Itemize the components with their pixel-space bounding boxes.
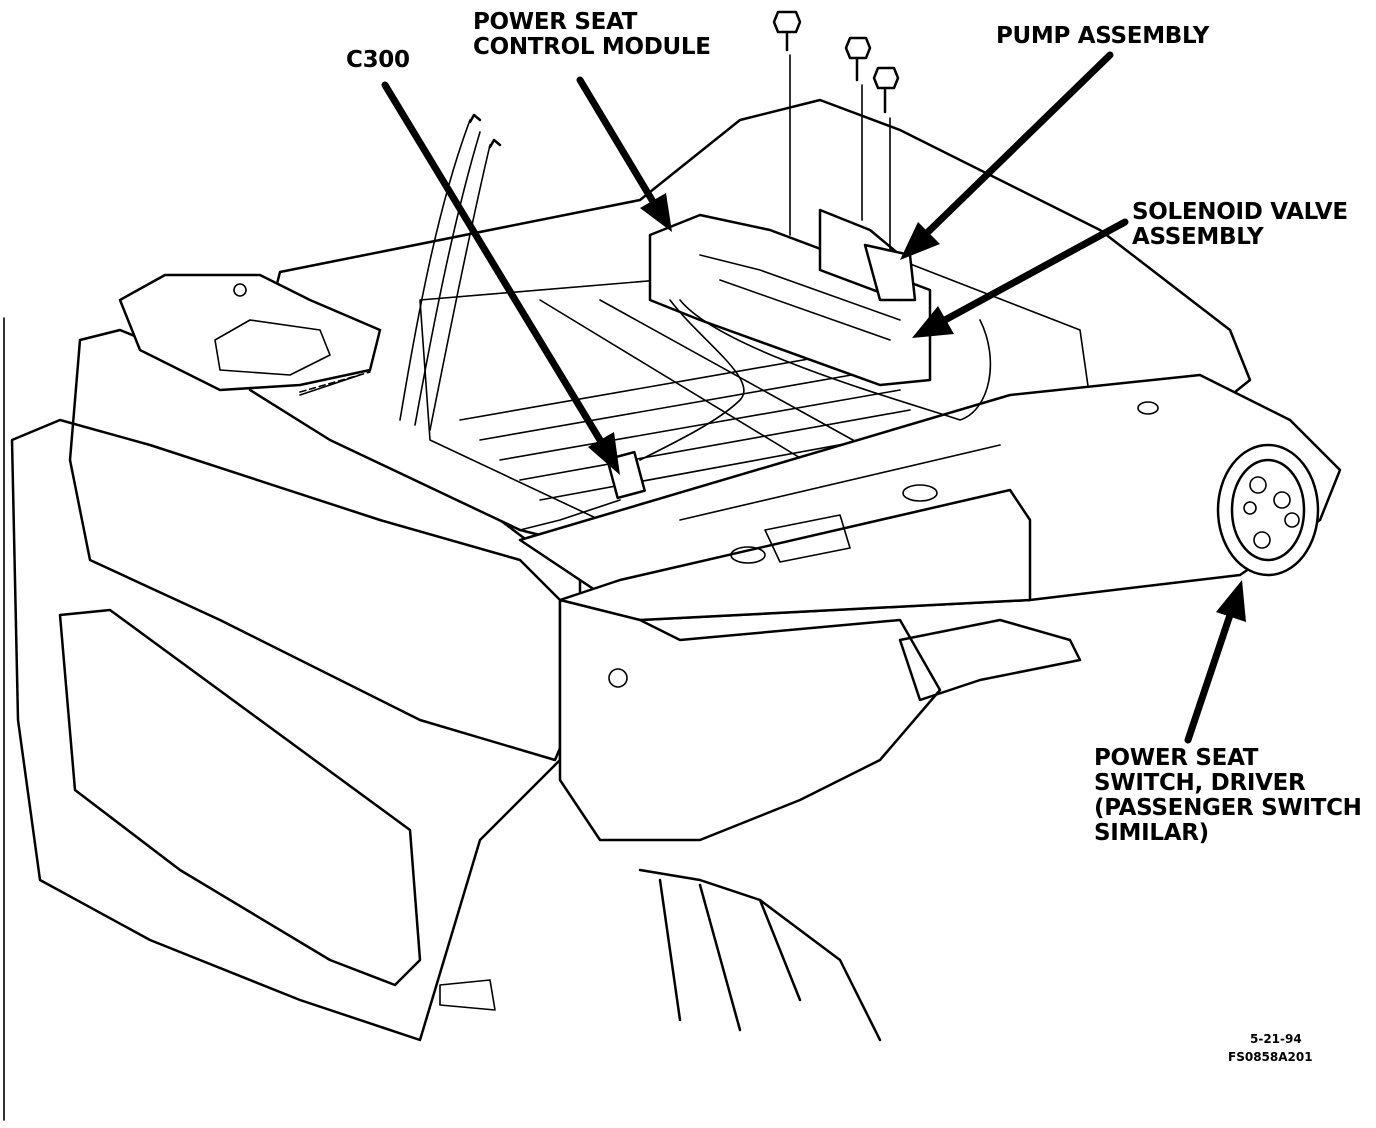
label-power-seat-control-module: POWER SEAT CONTROL MODULE	[473, 10, 711, 60]
arrow-c300	[381, 81, 620, 475]
figure-date-code: 5-21-94	[1250, 1032, 1302, 1046]
arrow-control-module	[576, 76, 672, 232]
seat-back	[10, 418, 562, 1042]
arrow-pump-assembly	[900, 51, 1114, 260]
lumbar-mesh-panel	[58, 608, 422, 987]
bolt-1	[772, 10, 802, 236]
bolt-2	[844, 36, 872, 221]
label-control-module-line-2: CONTROL MODULE	[473, 34, 711, 60]
hydraulic-pump-unit	[648, 208, 932, 387]
right-side-rail	[518, 373, 1342, 842]
mounting-bolts	[772, 10, 900, 251]
bolt-3	[872, 66, 900, 251]
label-switch-line-4: SIMILAR)	[1094, 820, 1209, 846]
arrow-power-seat-switch	[1184, 580, 1246, 744]
leader-arrows	[381, 51, 1246, 744]
label-solenoid-valve-assembly: SOLENOID VALVE ASSEMBLY	[1132, 200, 1348, 250]
arrow-solenoid-valve	[912, 218, 1129, 338]
label-power-seat-switch: POWER SEAT SWITCH, DRIVER (PASSENGER SWI…	[1094, 746, 1362, 846]
power-seat-switch	[1216, 443, 1320, 577]
label-switch-line-3: (PASSENGER SWITCH	[1094, 795, 1362, 821]
figure-id-code: FS0858A201	[1228, 1050, 1313, 1064]
label-solenoid-line-2: ASSEMBLY	[1132, 224, 1264, 250]
label-switch-line-1: POWER SEAT	[1094, 745, 1259, 771]
label-control-module-line-1: POWER SEAT	[473, 9, 638, 35]
label-switch-line-2: SWITCH, DRIVER	[1094, 770, 1306, 796]
label-c300: C300	[346, 47, 410, 73]
label-pump-assembly: PUMP ASSEMBLY	[996, 23, 1210, 49]
seat-riser	[638, 618, 1082, 1042]
label-solenoid-line-1: SOLENOID VALVE	[1132, 199, 1348, 225]
